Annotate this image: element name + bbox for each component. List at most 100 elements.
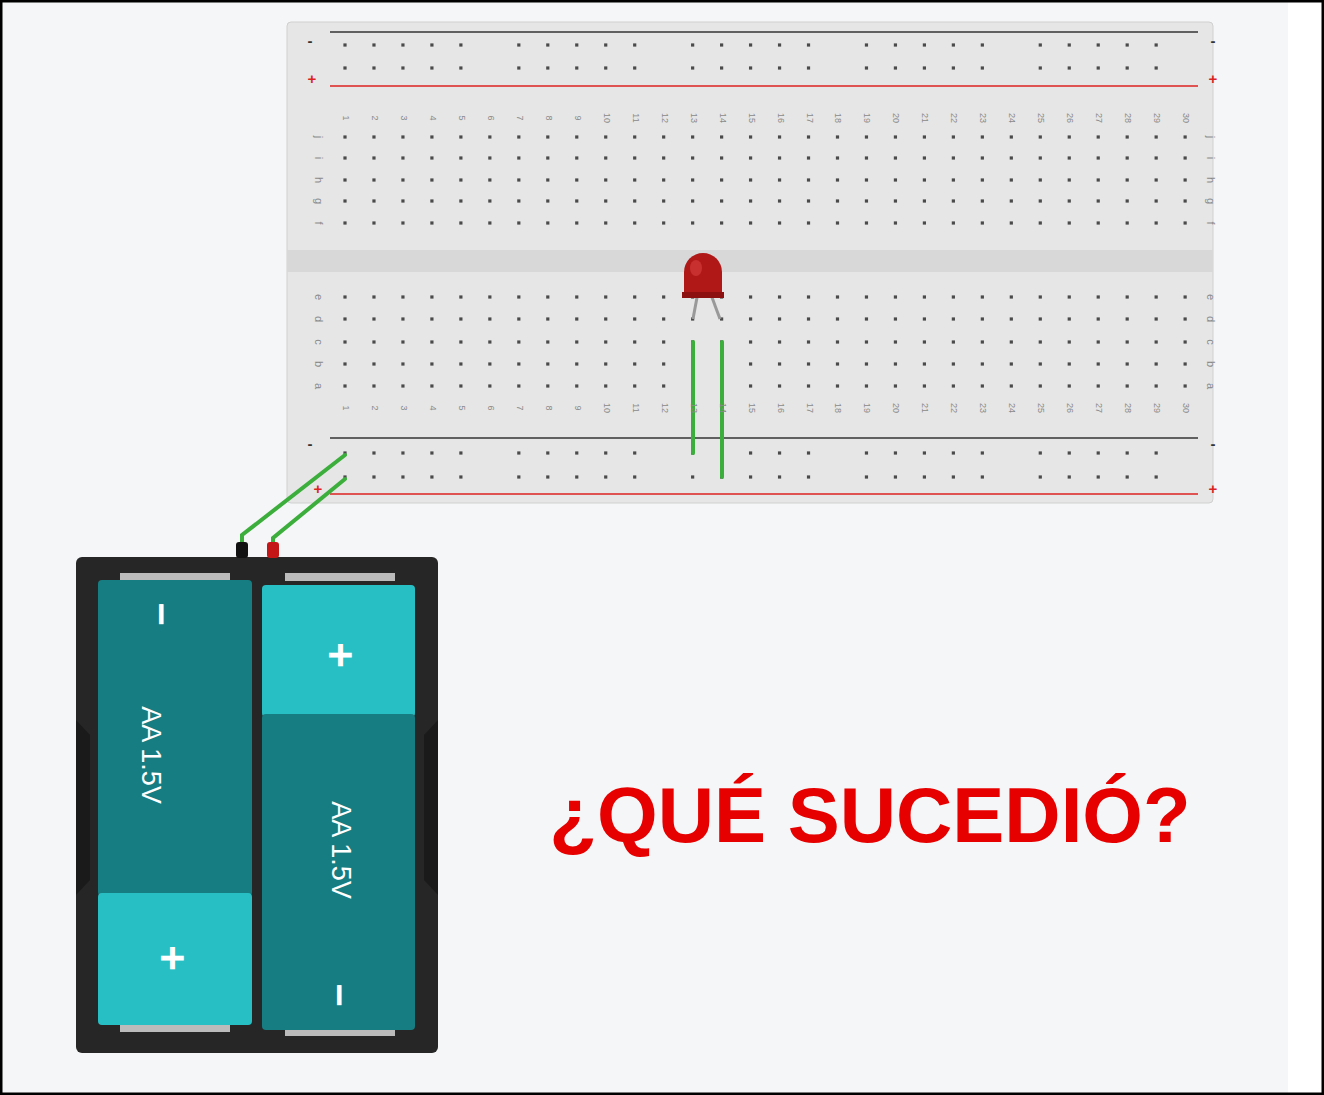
hole — [981, 135, 984, 138]
polarity-sign: + — [150, 945, 194, 971]
hole — [894, 362, 897, 365]
hole — [836, 199, 839, 202]
hole — [1010, 362, 1013, 365]
hole — [604, 156, 607, 159]
battery-holder — [76, 557, 438, 1053]
hole — [1184, 221, 1187, 224]
hole — [546, 317, 549, 320]
hole — [1010, 178, 1013, 181]
breadboard-index: 28 — [1123, 113, 1132, 123]
hole — [952, 362, 955, 365]
hole — [749, 221, 752, 224]
hole — [401, 135, 404, 138]
hole — [865, 295, 868, 298]
hole — [488, 156, 491, 159]
hole — [1039, 43, 1042, 46]
hole — [662, 362, 665, 365]
hole — [1010, 135, 1013, 138]
hole — [981, 221, 984, 224]
hole — [517, 135, 520, 138]
breadboard-index: h — [313, 177, 324, 183]
hole — [575, 43, 578, 46]
hole — [1039, 475, 1042, 478]
hole — [749, 317, 752, 320]
hole — [575, 295, 578, 298]
hole — [575, 221, 578, 224]
cell-body — [98, 580, 252, 896]
hole — [952, 199, 955, 202]
breadboard-index: 26 — [1065, 403, 1074, 413]
hole — [604, 451, 607, 454]
hole — [517, 317, 520, 320]
hole — [923, 340, 926, 343]
hole — [865, 43, 868, 46]
hole — [1010, 384, 1013, 387]
led — [682, 253, 724, 319]
rail-line-negative — [330, 31, 1198, 33]
hole — [865, 199, 868, 202]
hole — [1126, 199, 1129, 202]
hole — [517, 178, 520, 181]
breadboard-index: 17 — [804, 113, 813, 123]
hole — [923, 178, 926, 181]
hole — [343, 156, 346, 159]
hole — [1184, 317, 1187, 320]
hole — [604, 340, 607, 343]
hole — [1126, 451, 1129, 454]
hole — [923, 199, 926, 202]
hole — [865, 221, 868, 224]
hole — [575, 156, 578, 159]
hole — [865, 384, 868, 387]
hole — [1039, 295, 1042, 298]
hole — [952, 43, 955, 46]
hole — [372, 156, 375, 159]
hole — [981, 384, 984, 387]
hole — [575, 135, 578, 138]
hole — [1068, 317, 1071, 320]
hole — [894, 317, 897, 320]
hole — [691, 475, 694, 478]
hole — [952, 66, 955, 69]
hole — [1155, 340, 1158, 343]
hole — [575, 384, 578, 387]
hole — [720, 43, 723, 46]
hole — [894, 451, 897, 454]
hole — [894, 475, 897, 478]
hole — [778, 451, 781, 454]
hole — [778, 199, 781, 202]
hole — [1184, 295, 1187, 298]
hole — [720, 221, 723, 224]
positive-terminal — [267, 542, 279, 558]
hole — [575, 178, 578, 181]
hole — [807, 178, 810, 181]
breadboard-index: 2 — [369, 405, 378, 410]
hole — [981, 340, 984, 343]
hole — [459, 295, 462, 298]
hole — [865, 178, 868, 181]
hole — [662, 135, 665, 138]
breadboard-index: d — [1205, 316, 1216, 322]
hole — [981, 156, 984, 159]
hole — [633, 221, 636, 224]
hole — [865, 156, 868, 159]
hole — [865, 451, 868, 454]
hole — [633, 451, 636, 454]
hole — [633, 178, 636, 181]
hole — [923, 295, 926, 298]
hole — [604, 199, 607, 202]
breadboard-index: 9 — [572, 115, 581, 120]
hole — [517, 295, 520, 298]
hole — [778, 362, 781, 365]
hole — [749, 475, 752, 478]
breadboard-index: 30 — [1181, 403, 1190, 413]
hole — [546, 221, 549, 224]
hole — [575, 340, 578, 343]
hole — [546, 178, 549, 181]
hole — [1068, 475, 1071, 478]
breadboard-index: 3 — [398, 405, 407, 410]
hole — [662, 156, 665, 159]
breadboard-index: g — [1205, 198, 1216, 204]
hole — [604, 178, 607, 181]
hole — [459, 362, 462, 365]
